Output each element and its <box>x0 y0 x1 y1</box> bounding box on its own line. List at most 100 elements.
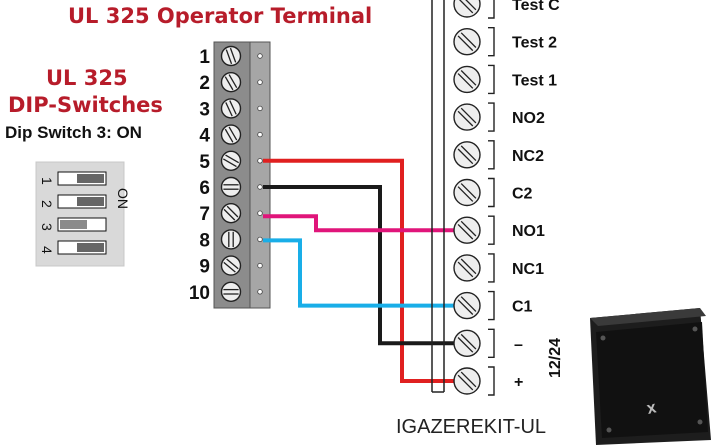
dip-switch-lever <box>77 174 104 183</box>
kit-screw-icon <box>453 216 481 244</box>
kit-terminal-8: NC1 <box>453 253 544 283</box>
wire-5-to-plus <box>263 158 454 383</box>
operator-screw-icon <box>220 281 242 302</box>
operator-screw-icon <box>220 176 242 198</box>
kit-terminal-label: C1 <box>512 299 533 316</box>
operator-wire-port <box>257 158 263 164</box>
operator-screw-icon <box>220 150 242 172</box>
kit-terminal-4: NO2 <box>453 102 545 132</box>
wire-6-to-minus <box>263 185 454 346</box>
kit-terminal-label: Test C <box>512 0 560 14</box>
device-box: X <box>590 308 711 445</box>
kit-screw-icon <box>453 329 481 357</box>
operator-terminal-2: 2 <box>199 71 263 94</box>
operator-screw-icon <box>220 202 242 224</box>
dip-on-label: ON <box>115 188 131 209</box>
operator-wire-port <box>257 236 263 243</box>
kit-terminal-label: – <box>514 336 523 353</box>
operator-terminal-number: 8 <box>199 230 210 251</box>
operator-terminal-number: 7 <box>199 204 210 225</box>
wire-7-to-no1 <box>263 214 454 233</box>
kit-screw-icon <box>453 367 481 395</box>
operator-terminal-7: 7 <box>199 202 263 225</box>
kit-terminal-label: Test 1 <box>512 72 557 89</box>
operator-terminal-number: 3 <box>199 99 210 120</box>
operator-terminal-number: 9 <box>199 257 210 278</box>
dip-switch-block: ON 1 2 3 4 <box>35 161 131 267</box>
operator-terminal-number: 10 <box>189 283 210 304</box>
operator-terminal-9: 9 <box>199 255 263 278</box>
operator-terminal-5: 5 <box>199 150 263 173</box>
dip-switch-lever <box>77 243 104 252</box>
operator-terminal-3: 3 <box>199 98 263 120</box>
operator-wire-port <box>257 53 263 59</box>
kit-terminal-2: Test 2 <box>453 27 557 57</box>
dip-switch-number: 2 <box>39 200 55 208</box>
operator-terminal-number: 2 <box>199 73 210 94</box>
operator-terminal-strip: 1 2 3 4 5 6 7 8 9 10 <box>189 41 271 309</box>
operator-terminal-10: 10 <box>189 281 263 304</box>
operator-screw-icon <box>220 98 242 119</box>
operator-wire-port <box>257 79 263 85</box>
operator-terminal-number: 1 <box>199 47 210 68</box>
dip-switch-lever <box>77 197 104 206</box>
operator-wire-port <box>257 131 263 138</box>
kit-terminal-7: NO1 <box>453 215 545 245</box>
dip-switches-title-line2: DIP-Switches <box>8 93 163 117</box>
kit-terminal-3: Test 1 <box>453 64 557 95</box>
kit-terminal-5: NC2 <box>453 140 544 170</box>
operator-terminal-number: 6 <box>199 178 210 199</box>
operator-terminal-number: 4 <box>199 126 210 147</box>
kit-terminal-label: NC2 <box>512 148 544 165</box>
kit-terminal-9: C1 <box>453 290 533 321</box>
kit-terminal-11: + <box>453 366 523 396</box>
kit-terminal-label: C2 <box>512 186 533 203</box>
operator-terminal-6: 6 <box>199 176 263 199</box>
kit-terminal-label: NO1 <box>512 223 545 240</box>
operator-terminal-4: 4 <box>199 124 263 147</box>
operator-terminal-title: UL 325 Operator Terminal <box>68 4 373 28</box>
dip-switch-number: 3 <box>39 223 55 231</box>
kit-voltage-label: 12/24 <box>547 338 564 378</box>
operator-wire-port <box>257 184 263 190</box>
kit-terminal-1: Test C <box>453 0 560 19</box>
operator-wire-port <box>257 210 263 216</box>
kit-terminal-label: NO2 <box>512 110 545 127</box>
dip-switch-2: 2 <box>39 194 107 209</box>
kit-terminal-label: NC1 <box>512 261 544 278</box>
kit-screw-icon <box>453 291 481 320</box>
kit-screw-icon <box>453 0 481 18</box>
kit-screw-icon <box>453 28 481 56</box>
kit-screw-icon <box>453 141 481 169</box>
dip-switch-number: 1 <box>39 177 55 185</box>
kit-screw-icon <box>453 254 481 282</box>
dip-switch-4: 4 <box>39 240 107 255</box>
operator-wire-port <box>257 289 263 295</box>
dip-switch-number: 4 <box>39 246 55 254</box>
wires <box>263 158 454 383</box>
dip-switch-note: Dip Switch 3: ON <box>5 123 142 142</box>
operator-terminal-8: 8 <box>199 229 263 251</box>
kit-screw-icon <box>453 103 481 131</box>
kit-terminal-label: + <box>514 374 523 391</box>
device-logo: X <box>646 401 659 417</box>
operator-terminal-1: 1 <box>199 45 263 68</box>
dip-switch-1: 1 <box>39 171 107 186</box>
kit-screw-icon <box>453 178 481 207</box>
dip-switches-title-line1: UL 325 <box>46 66 128 90</box>
kit-name-label: IGAZEREKIT-UL <box>396 416 547 438</box>
operator-terminal-number: 5 <box>199 152 210 173</box>
operator-wire-port <box>257 262 263 269</box>
kit-screw-icon <box>453 65 481 94</box>
wire-8-to-c1 <box>263 238 454 308</box>
kit-terminal-label: Test 2 <box>512 35 557 52</box>
operator-screw-icon <box>220 45 242 67</box>
operator-screw-icon <box>220 124 242 145</box>
operator-screw-icon <box>220 255 242 276</box>
operator-screw-icon <box>220 71 242 93</box>
dip-switch-lever <box>60 220 87 229</box>
kit-terminal-6: C2 <box>453 177 533 208</box>
operator-wire-port <box>257 105 263 112</box>
